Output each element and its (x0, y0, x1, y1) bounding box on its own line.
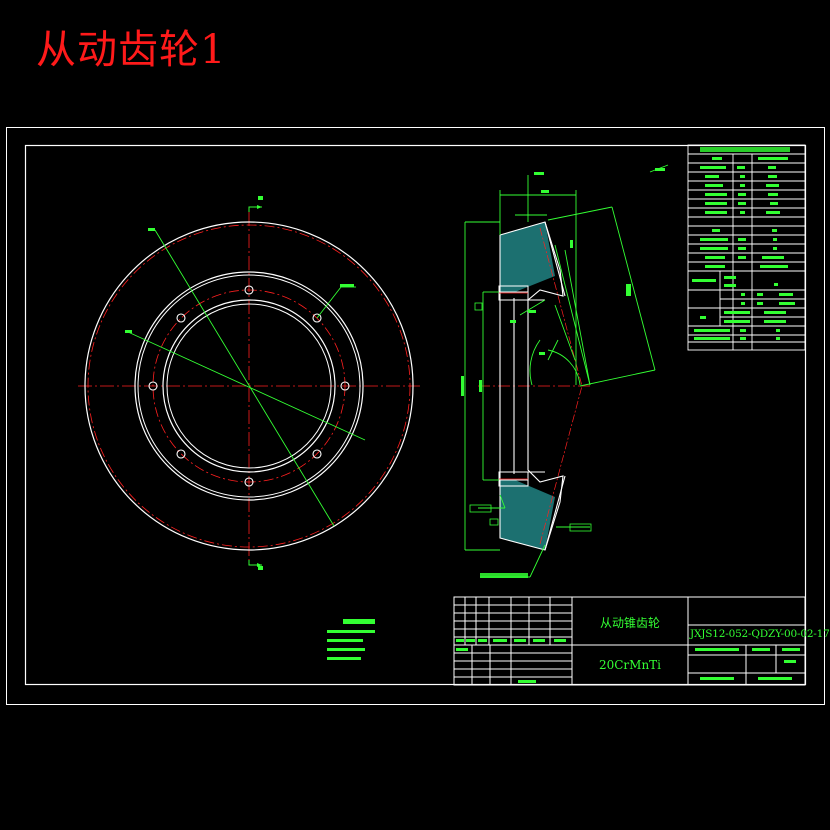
technical-requirements (327, 619, 375, 660)
bolt-holes (148, 285, 350, 487)
front-view (78, 196, 420, 570)
page-title: 从动齿轮1 (36, 27, 227, 73)
parameter-table (687, 144, 806, 351)
inner-frame (24, 144, 807, 686)
section-view (461, 164, 669, 578)
title-block (453, 596, 806, 686)
title-block-text (456, 639, 800, 683)
parameter-table-text (692, 147, 795, 340)
material: 20CrMnTi (598, 658, 662, 672)
part-name: 从动锥齿轮 (599, 616, 660, 630)
outer-frame (6, 127, 825, 705)
drawing-number: JXJS12-052-QDZY-00-02-17 (690, 628, 830, 640)
